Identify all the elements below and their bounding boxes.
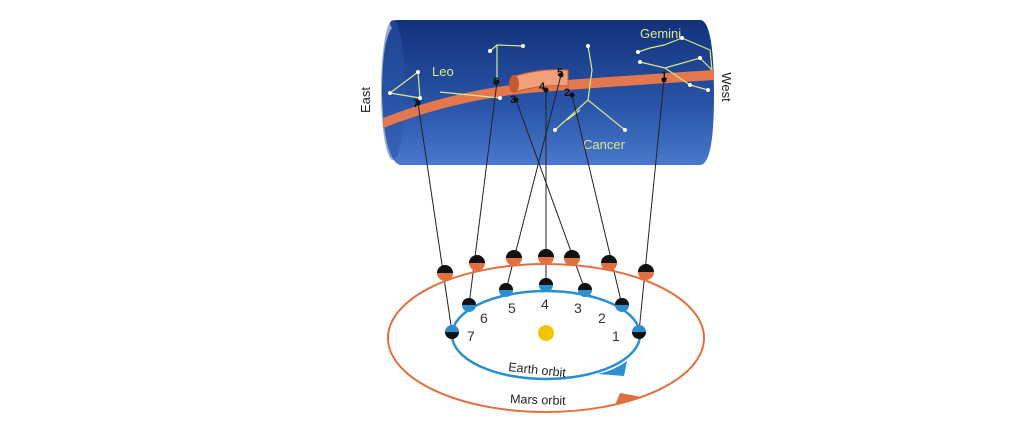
earth-position-7 (445, 325, 459, 339)
earth-number-7: 7 (467, 328, 475, 344)
mars-position-5 (506, 250, 522, 266)
constellation-leo-label: Leo (432, 64, 454, 79)
earth-position-3 (578, 283, 592, 297)
mars-orbit-label: Mars orbit (510, 392, 567, 408)
earth-position-2 (615, 298, 629, 312)
earth-orbit-arrow (598, 361, 627, 376)
earth-position-5 (499, 283, 513, 297)
sky-panel (381, 20, 714, 165)
sun-icon (538, 325, 554, 341)
mars-position-6 (469, 255, 485, 271)
earth-number-6: 6 (480, 310, 488, 326)
east-label: East (358, 87, 373, 113)
earth-number-2: 2 (598, 310, 606, 326)
mars-position-7 (437, 265, 453, 281)
mars-position-4 (538, 249, 554, 265)
sky-number-2: 2 (564, 87, 570, 99)
earth-number-1: 1 (612, 328, 620, 344)
west-label: West (719, 72, 734, 102)
mars-position-3 (564, 250, 580, 266)
earth-position-1 (632, 325, 646, 339)
mars-position-2 (601, 255, 617, 271)
constellation-gemini-label: Gemini (640, 26, 681, 41)
earth-number-3: 3 (574, 300, 582, 316)
earth-number-5: 5 (508, 300, 516, 316)
constellation-cancer-label: Cancer (583, 137, 626, 152)
earth-position-4 (539, 278, 553, 292)
mars-position-1 (638, 264, 654, 280)
earth-position-6 (462, 298, 476, 312)
earth-number-4: 4 (541, 296, 549, 312)
